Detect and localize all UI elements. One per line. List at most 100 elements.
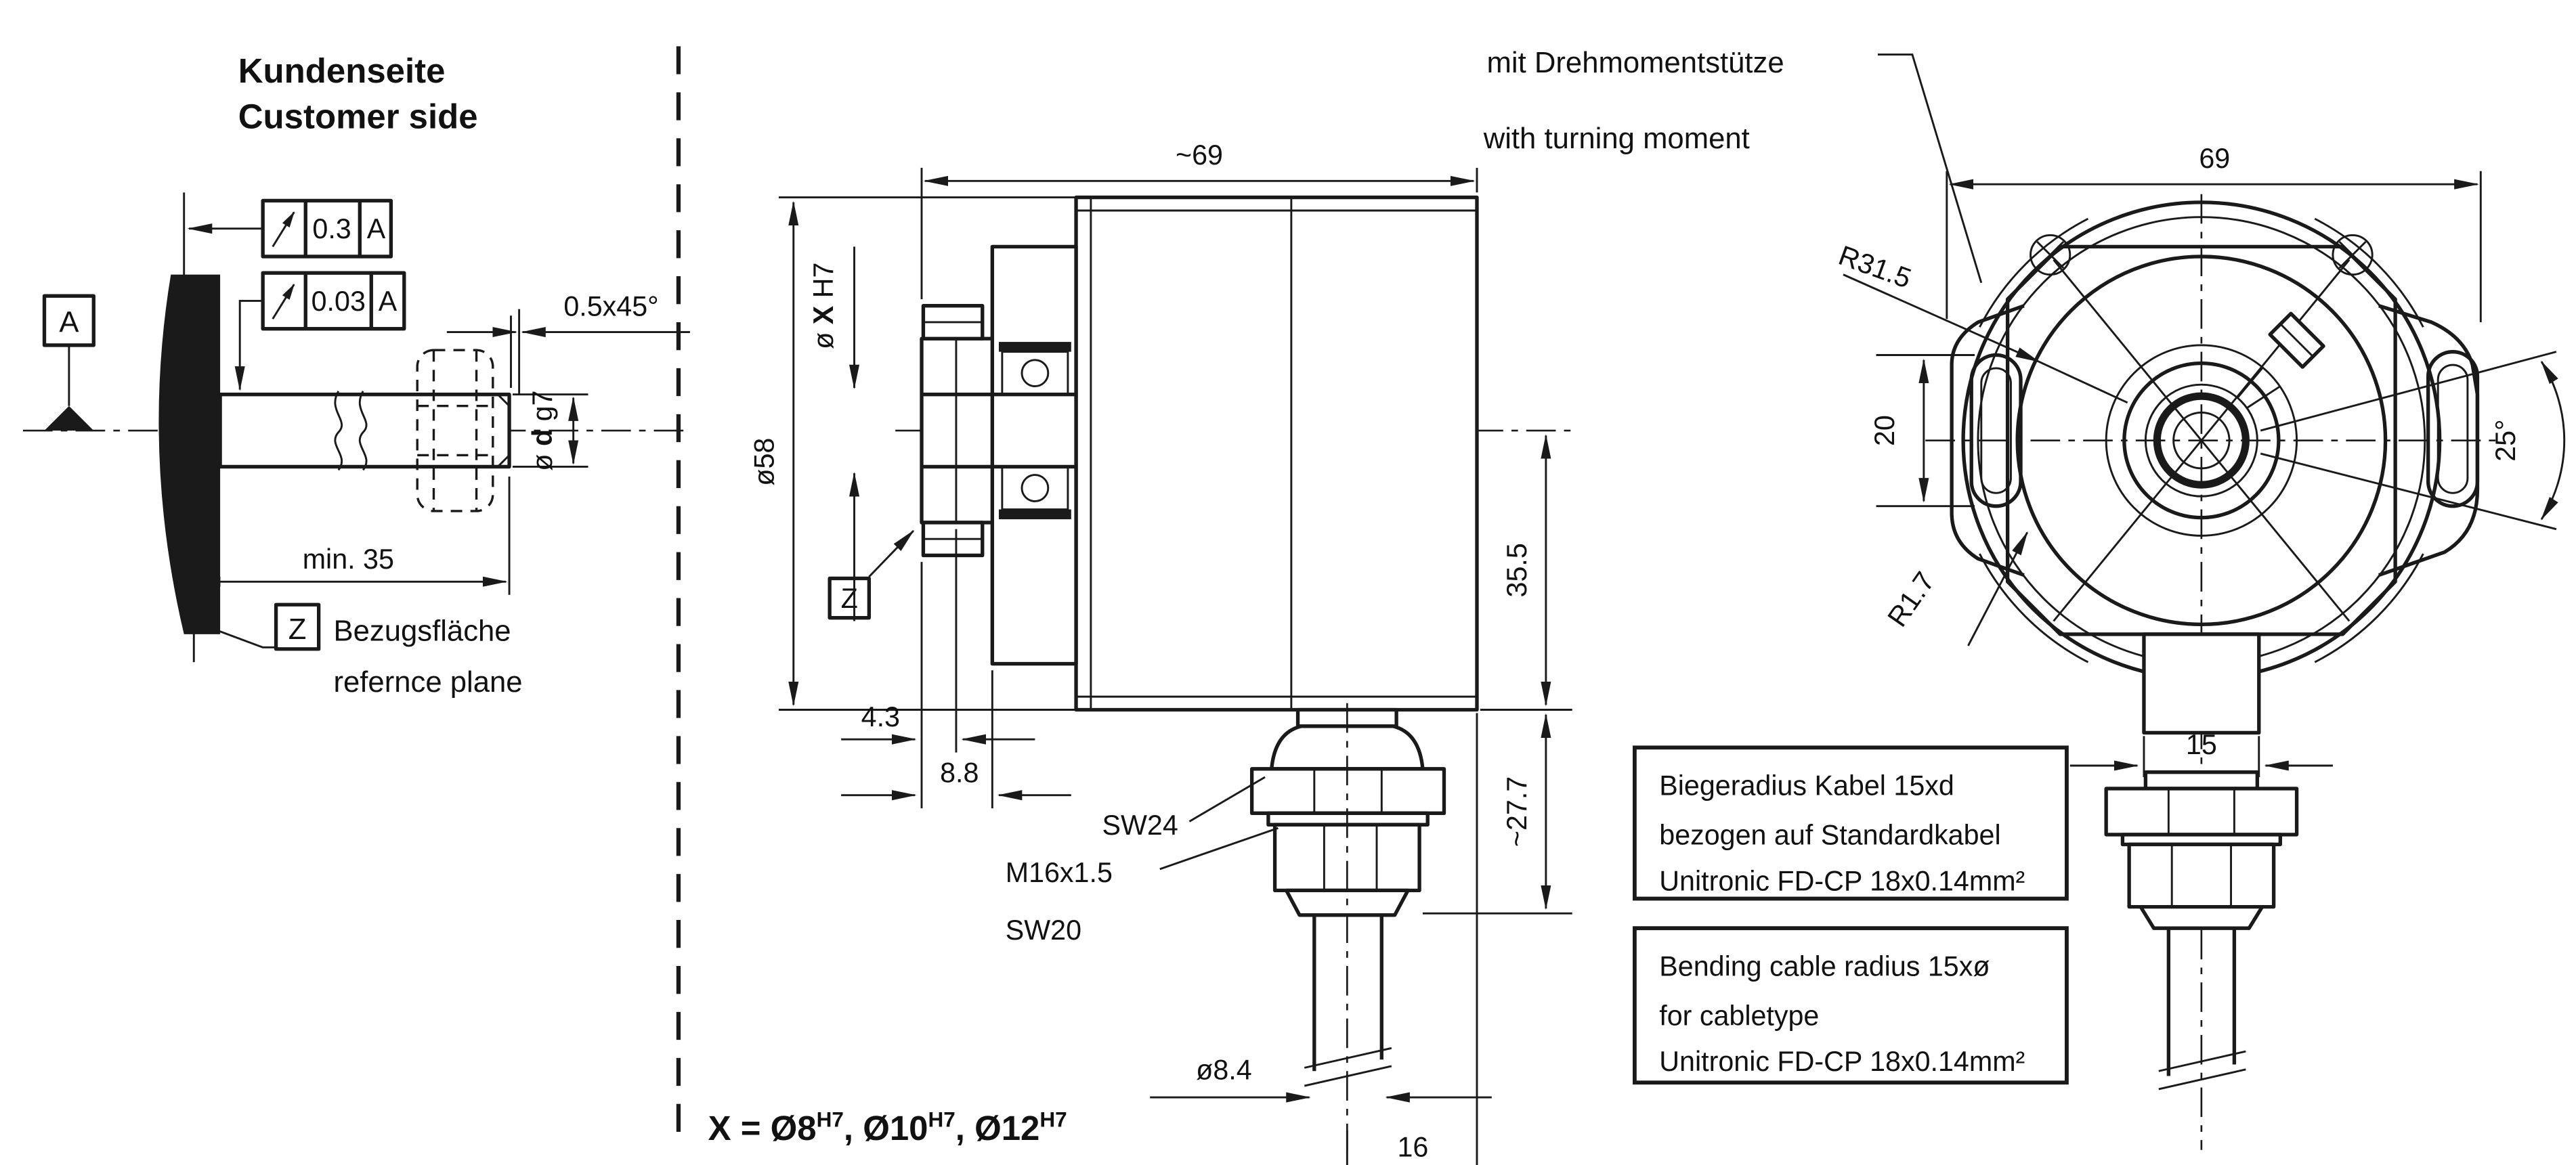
cable-dia-text: ø8.4 — [1196, 1054, 1252, 1085]
hub-offset-text: 4.3 — [861, 701, 900, 732]
front-view-encoder: mit Drehmomentstütze with turning moment — [1483, 46, 2566, 1150]
left-ear-slot-inner — [1980, 367, 2012, 494]
gland-neck — [2143, 770, 2260, 791]
bore-dim-text: ø X H7 — [808, 263, 839, 349]
ref-symbol-box — [828, 576, 872, 620]
note-box-german: Biegeradius Kabel 15xd bezogen auf Stand… — [1632, 745, 2069, 901]
front-width-dimension: 69 — [1946, 143, 2482, 322]
leader-line — [868, 529, 915, 578]
hub-offset-dimensions: 4.3 8.8 — [841, 529, 1071, 809]
min-length-text: min. 35 — [303, 544, 394, 575]
bearing-ball — [1021, 474, 1050, 502]
clamp-collar-inner — [2122, 361, 2281, 520]
bearing-race-bottom — [999, 509, 1071, 520]
shaft-dia-text: ø d g7 — [527, 390, 558, 470]
lower-height-text: ~27.7 — [1501, 776, 1532, 847]
clamp-screw — [2268, 311, 2325, 369]
note-box-frame — [1632, 745, 2069, 901]
screw-cross-icon — [2036, 241, 2065, 269]
body-diameter-dimension: ø58 — [749, 196, 1077, 711]
bore-dimension: ø X H7 — [808, 246, 860, 621]
note-de-line2: bezogen auf Standardkabel — [1659, 819, 2000, 850]
bottom-tab — [2142, 632, 2261, 735]
bore-options-note: X = Ø8H7, Ø10H7, Ø12H7 — [708, 1107, 1067, 1147]
screw-cross-icon — [2338, 241, 2367, 269]
side-ref-symbol: Z — [828, 529, 915, 620]
chamfer-dimension: 0.5x45° — [446, 290, 690, 395]
body-dia-text: ø58 — [749, 438, 780, 486]
fcf-datum: A — [367, 213, 386, 244]
height-dimensions: 35.5 ~27.7 — [1422, 434, 1572, 915]
clamp-collar-outer — [2105, 344, 2298, 537]
mounting-flange-section — [158, 274, 221, 634]
ref-plane-en: refernce plane — [333, 665, 522, 699]
shaft-bore-circle — [2153, 392, 2250, 489]
ref-plane-de: Bezugsfläche — [333, 615, 511, 648]
hidden-nut-outline — [416, 349, 494, 512]
note-de-line1: Biegeradius Kabel 15xd — [1659, 770, 1954, 801]
note-en-line3: Unitronic FD-CP 18x0.14mm² — [1659, 1046, 2025, 1077]
side-view-encoder: Z ~69 ø X H7 ø58 — [708, 139, 1574, 1165]
note-box-english: Bending cable radius 15xø for cabletype … — [1632, 926, 2069, 1085]
left-view-customer-side: Kundenseite Customer side A — [22, 51, 690, 699]
hub-circle — [2144, 383, 2258, 498]
cable-pos-text: 16 — [1397, 1131, 1428, 1162]
fcf-runout-003: 0.03 A — [234, 271, 406, 391]
leader-tail — [2038, 360, 2128, 404]
note-box-frame — [1632, 926, 2069, 1085]
leader-line — [1188, 776, 1266, 822]
cable-break-line — [2158, 1068, 2246, 1091]
slot-length-text: 20 — [1869, 415, 1900, 446]
left-view-title-de: Kundenseite — [238, 51, 446, 90]
angle-ray — [2260, 452, 2557, 531]
screw-circle-icon — [2030, 234, 2071, 276]
collar-slot-edge — [2247, 385, 2281, 409]
fcf-datum: A — [379, 286, 398, 317]
chamfer-dim-text: 0.5x45° — [563, 290, 658, 322]
bearing-ball — [1021, 359, 1050, 388]
flange-plate — [990, 244, 1078, 666]
reference-plane-callout: Z Bezugsfläche refernce plane — [190, 602, 523, 699]
tab-width-text: 15 — [2186, 729, 2217, 760]
shaft-chamfer-edge — [497, 454, 511, 468]
fcf-runout-03: 0.3 A — [183, 192, 393, 277]
fcf-leader — [234, 299, 263, 391]
datum-a-symbol: A — [42, 294, 95, 431]
ref-symbol-box — [274, 602, 321, 651]
front-width-text: 69 — [2199, 143, 2230, 174]
shaft-break-line — [334, 391, 343, 471]
bore-inner-circle — [2172, 411, 2231, 470]
leader-line — [1843, 273, 2040, 363]
encoder-body-outline — [1074, 195, 1479, 712]
right-ear-slot — [2426, 349, 2480, 508]
gland-hex-label: SW24 — [1102, 810, 1178, 841]
screw-top-left — [2030, 234, 2071, 276]
cable-diameter-dimension: ø8.4 — [1150, 1054, 1492, 1103]
runout-symbol-icon — [272, 211, 295, 248]
gland-thread-label: M16x1.5 — [1006, 857, 1113, 888]
left-ear-slot — [1969, 353, 2023, 508]
ref-symbol-label: Z — [841, 583, 858, 614]
datum-a-label: A — [59, 306, 79, 339]
shaft-break-line — [358, 391, 368, 471]
gland-hex2-label: SW20 — [1006, 915, 1081, 946]
screw-circle-icon — [2332, 234, 2374, 276]
fcf-value: 0.03 — [312, 286, 366, 317]
callout-en: with turning moment — [1483, 122, 1750, 155]
callout-leader — [1877, 53, 1983, 284]
gland-nut — [2127, 842, 2276, 909]
cable-gland-front — [2104, 770, 2299, 1091]
cable-position-dimension: 16 — [1346, 713, 1478, 1165]
min-length-dimension: min. 35 — [192, 477, 511, 663]
fcf-value: 0.3 — [312, 213, 351, 244]
length-dimension: ~69 — [920, 139, 1478, 300]
slot-length-dimension: 20 — [1869, 354, 1975, 508]
collar-slot-edge — [2237, 367, 2263, 399]
callout-de: mit Drehmomentstütze — [1487, 46, 1784, 79]
shaft-diameter-dimension: ø d g7 — [512, 390, 588, 471]
flange-offset-text: 8.8 — [940, 757, 979, 788]
left-ear-outline — [1950, 304, 2025, 577]
angle-ray — [2260, 351, 2557, 432]
slot-angle-text: 25° — [2490, 419, 2521, 461]
